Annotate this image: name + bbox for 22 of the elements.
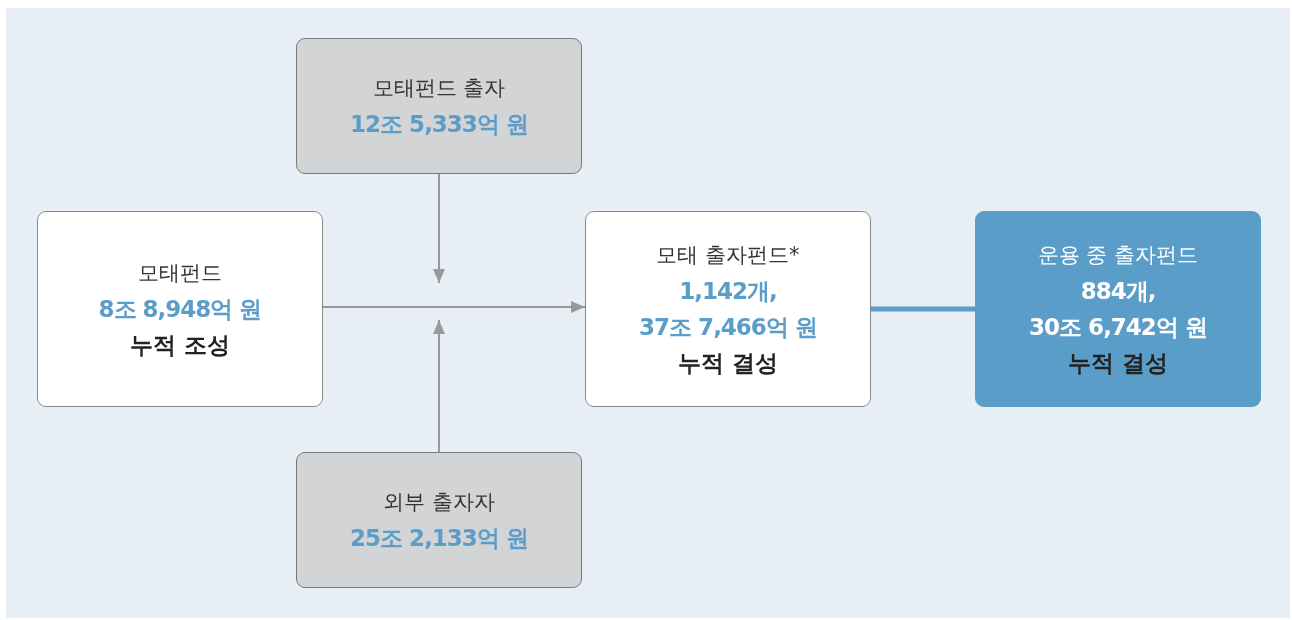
arrow — [433, 319, 445, 453]
heading-text: 외부 출자자 — [383, 489, 495, 516]
heading-text: 운용 중 출자펀드 — [1037, 242, 1199, 269]
amount-text: 884개, 30조 6,742억 원 — [1029, 277, 1207, 342]
source-box — [296, 452, 582, 588]
info-box — [585, 211, 871, 407]
amount-text: 12조 5,333억 원 — [350, 110, 528, 139]
summary-text: 누적 결성 — [1068, 349, 1168, 378]
source-box — [296, 38, 582, 174]
amount-text: 8조 8,948억 원 — [98, 295, 262, 324]
heading-text: 모태 출자펀드* — [656, 242, 800, 269]
result-box — [975, 211, 1261, 407]
summary-text: 누적 조성 — [130, 331, 230, 360]
amount-text: 1,142개, 37조 7,466억 원 — [639, 277, 817, 342]
heading-text: 모태펀드 — [138, 260, 222, 287]
info-box — [37, 211, 323, 407]
arrow — [433, 173, 445, 284]
summary-text: 누적 결성 — [678, 349, 778, 378]
connector-line — [871, 306, 975, 312]
arrow — [322, 301, 586, 313]
heading-text: 모태펀드 출자 — [372, 75, 506, 102]
amount-text: 25조 2,133억 원 — [350, 524, 528, 553]
